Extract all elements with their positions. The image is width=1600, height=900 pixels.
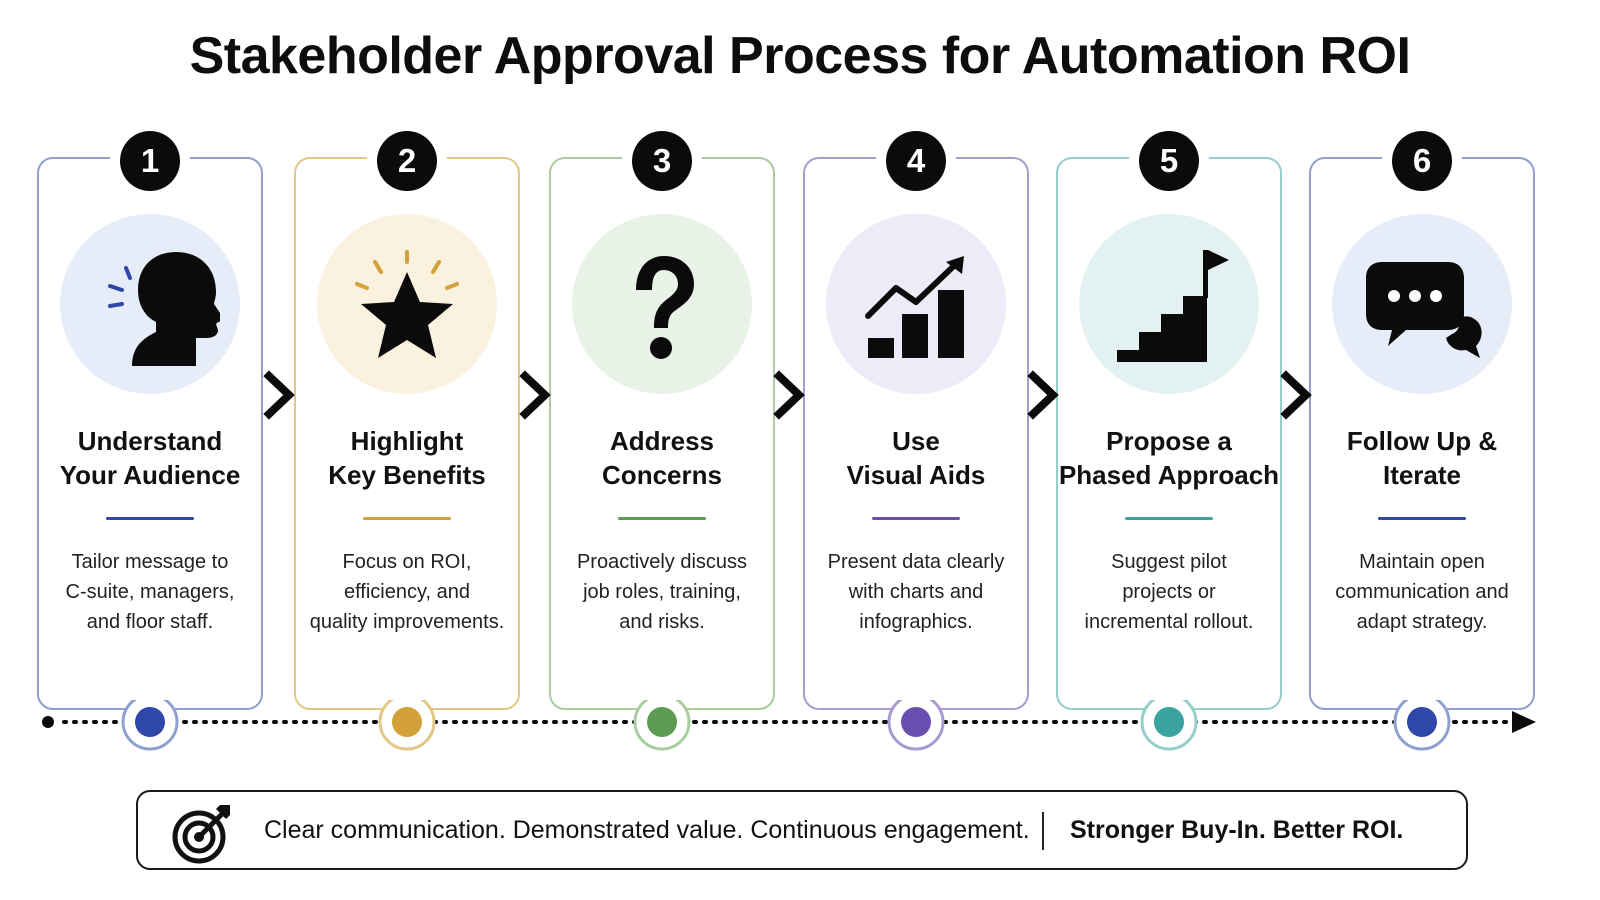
step-number-badge: 6 (1392, 131, 1452, 191)
step-description: Tailor message to C-suite, managers, and f… (43, 547, 257, 637)
step-description: Proactively discuss job roles, training, a… (555, 547, 769, 637)
step-title-line: Your Audience (59, 460, 241, 490)
step-description: Suggest pilot projects or incremental roll… (1062, 547, 1276, 637)
step-icon-circle (572, 214, 752, 394)
question-icon (636, 256, 694, 359)
step-description-line: Maintain open (1359, 551, 1485, 573)
timeline (42, 700, 1536, 751)
chevron-right-icon (518, 370, 551, 420)
step-title-line: Address (609, 426, 715, 456)
chart-icon (865, 256, 964, 358)
chevron-right-icon (773, 370, 805, 420)
timeline-marker-6 (1393, 700, 1451, 751)
target-arrow-icon (172, 805, 230, 864)
step-divider (872, 517, 960, 520)
step-number-badge: 4 (886, 131, 946, 191)
stairs-flag-icon (1117, 250, 1229, 362)
step-title-line: Key Benefits (328, 460, 486, 490)
head-icon (108, 252, 220, 366)
step-divider (1125, 517, 1213, 520)
step-number-badge: 3 (632, 131, 692, 191)
step-title-line: Understand (77, 426, 223, 456)
banner-left-text: Clear communication. Demonstrated value.… (264, 816, 1030, 844)
chevron-right-icon (1279, 370, 1312, 420)
step-description-line: job roles, training, (583, 581, 741, 603)
step-number-badge: 1 (120, 131, 180, 191)
timeline-marker-5 (1140, 700, 1198, 751)
banner-separator (1042, 812, 1044, 850)
timeline-marker-2 (378, 700, 436, 751)
timeline-arrow-icon (1512, 711, 1536, 733)
step-description-line: Present data clearly (827, 551, 1005, 573)
timeline-marker-1 (121, 700, 179, 751)
step-description: Present data clearly with charts and infog… (809, 547, 1023, 637)
step-title-line: Use (892, 426, 940, 456)
step-divider (106, 517, 194, 520)
summary-banner: Clear communication. Demonstrated value.… (136, 790, 1468, 870)
step-divider (1378, 517, 1466, 520)
step-description-line: Focus on ROI, (342, 551, 472, 573)
step-description: Maintain open communication and adapt stra… (1315, 547, 1529, 637)
step-title: Propose a Phased Approach (1058, 424, 1280, 492)
step-icon-circle (1079, 214, 1259, 394)
step-description-line: Tailor message to (71, 551, 229, 573)
step-title-line: Highlight (350, 426, 464, 456)
step-title: Follow Up & Iterate (1311, 424, 1533, 492)
step-icon-circle (1332, 214, 1512, 394)
step-icon-circle (317, 214, 497, 394)
step-description-line: infographics. (859, 611, 973, 633)
step-description-line: and floor staff. (86, 611, 214, 633)
step-description-line: incremental rollout. (1084, 611, 1254, 633)
step-description: Focus on ROI, efficiency, and quality impr… (300, 547, 514, 637)
step-description-line: C-suite, managers, (65, 581, 235, 603)
step-description-line: quality improvements. (309, 611, 505, 633)
step-number-badge: 2 (377, 131, 437, 191)
step-title-line: Concerns (602, 460, 722, 490)
step-description-line: with charts and (848, 581, 984, 603)
step-title-line: Phased Approach (1058, 460, 1280, 490)
timeline-marker-3 (633, 700, 691, 751)
timeline-start-dot (42, 716, 54, 728)
step-icon-circle (60, 214, 240, 394)
step-description-line: projects or (1122, 581, 1216, 603)
step-divider (618, 517, 706, 520)
step-title-line: Propose a (1106, 426, 1232, 456)
step-icon-circle (826, 214, 1006, 394)
banner-right-text: Stronger Buy-In. Better ROI. (1070, 816, 1404, 844)
step-title-line: Follow Up & (1346, 426, 1498, 456)
step-divider (363, 517, 451, 520)
chat-bubbles-icon (1366, 262, 1482, 358)
step-title-line: Iterate (1382, 460, 1462, 490)
timeline-marker-4 (887, 700, 945, 751)
star-icon (355, 250, 459, 358)
step-description-line: Suggest pilot (1111, 551, 1227, 573)
step-description-line: and risks. (619, 611, 705, 633)
step-description-line: communication and (1335, 581, 1509, 603)
step-description-line: adapt strategy. (1356, 611, 1488, 633)
step-title-line: Visual Aids (846, 460, 986, 490)
step-number-badge: 5 (1139, 131, 1199, 191)
step-description-line: Proactively discuss (576, 551, 748, 573)
chevron-right-icon (1026, 370, 1059, 420)
chevron-right-icon (262, 370, 295, 420)
step-description-line: efficiency, and (343, 581, 470, 603)
page-title: Stakeholder Approval Process for Automat… (189, 27, 1411, 85)
